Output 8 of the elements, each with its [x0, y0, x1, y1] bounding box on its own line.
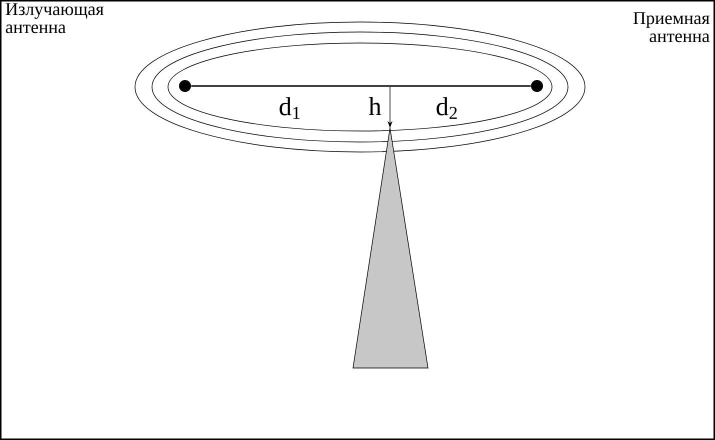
- antenna-dot: [179, 80, 191, 92]
- height-label: h: [368, 97, 382, 116]
- antenna-label: Излучающая антенна: [6, 3, 104, 34]
- antenna-label: Приемная антенна: [633, 12, 710, 42]
- line-of-sight: [191, 85, 531, 87]
- antenna-dot: [531, 80, 543, 92]
- distance-label: d$_{2}$: [436, 97, 457, 119]
- distance-label: d$_{1}$: [280, 97, 300, 119]
